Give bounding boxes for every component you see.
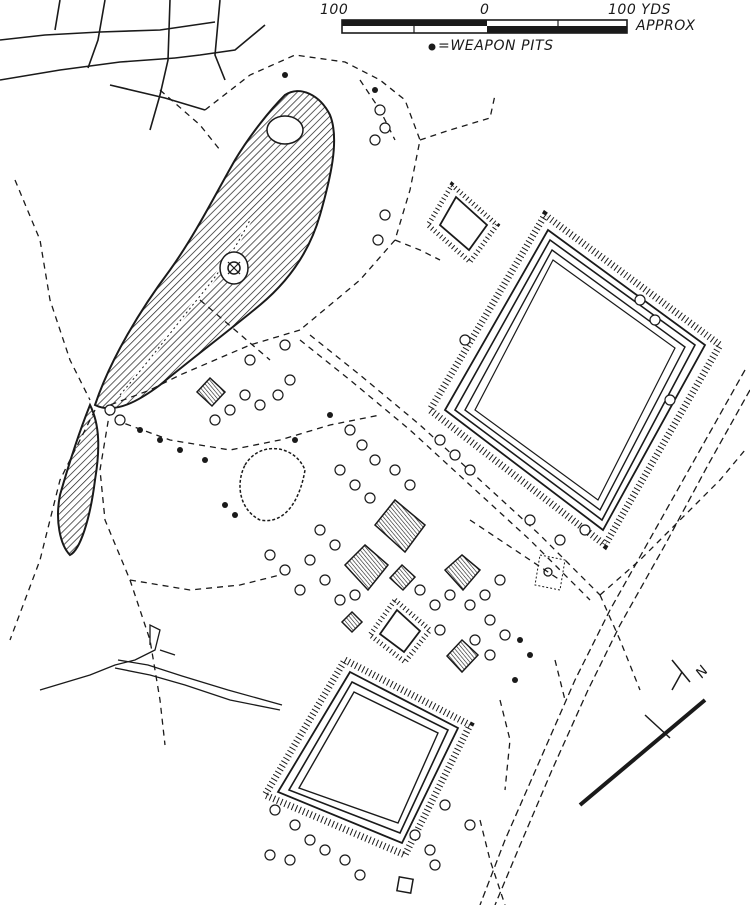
dotted-enclosure xyxy=(534,554,566,591)
large-enclosure xyxy=(425,209,725,551)
trees xyxy=(104,104,676,881)
small-enclosure-middle xyxy=(366,596,434,666)
scale-left-label: 100 xyxy=(320,2,349,18)
weapon-pits-legend-label: =WEAPON PITS xyxy=(438,38,554,54)
tracks xyxy=(9,54,746,905)
scale-bar xyxy=(341,19,628,34)
weapon-pits xyxy=(137,72,533,683)
small-enclosure-top xyxy=(424,181,501,266)
stream xyxy=(39,623,283,711)
pond xyxy=(239,448,306,522)
scale-center-label: 0 xyxy=(480,2,490,18)
scale-right-sublabel: APPROX xyxy=(636,18,696,34)
weapon-pit-symbol xyxy=(428,43,436,51)
buildings xyxy=(195,376,482,674)
field-boundaries xyxy=(0,0,266,131)
small-structure xyxy=(396,876,414,894)
lower-enclosure xyxy=(259,655,475,860)
scale-right-label: 100 YDS xyxy=(608,2,671,18)
road xyxy=(479,369,750,905)
north-arrow xyxy=(578,659,707,807)
ridge-hill xyxy=(57,90,336,557)
